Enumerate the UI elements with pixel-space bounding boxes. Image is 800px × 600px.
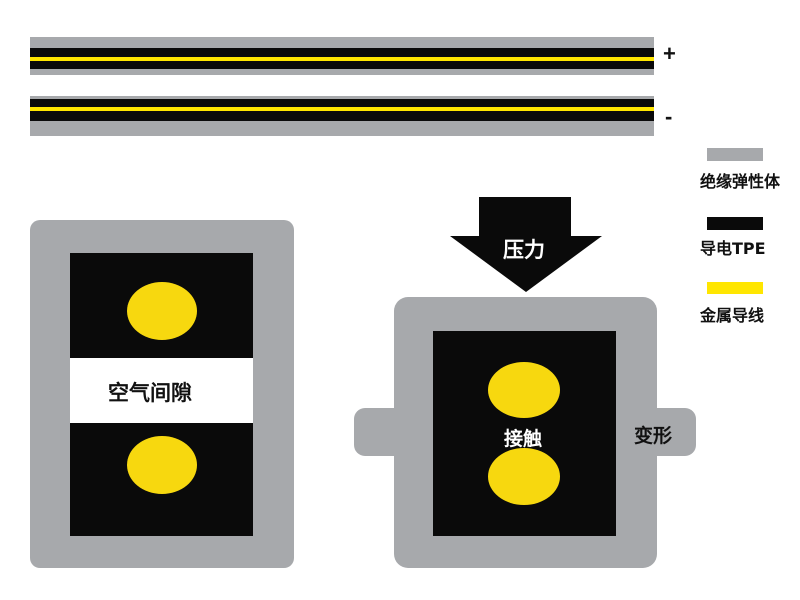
legend-swatch-insulation [707, 148, 763, 161]
legend-swatch-metal-wire [707, 282, 763, 294]
down-arrow-icon [450, 197, 602, 292]
contact-label: 接触 [504, 428, 543, 450]
air-gap-label: 空气间隙 [108, 381, 192, 405]
positive-sign: + [663, 41, 676, 66]
pressure-label: 压力 [503, 238, 545, 262]
bottom-wire-dot-contact [488, 448, 560, 505]
legend-label-metal-wire: 金属导线 [700, 306, 765, 325]
legend-label-insulation: 绝缘弹性体 [700, 172, 781, 191]
deform-label: 变形 [634, 425, 673, 447]
top-wire-dot-contact [488, 362, 560, 418]
legend-label-conductive-tpe: 导电TPE [700, 239, 766, 258]
cable-metal-wire [30, 107, 654, 111]
bottom-wire-dot [127, 436, 197, 494]
cable-metal-wire [30, 57, 654, 61]
legend-swatch-conductive-tpe [707, 217, 763, 230]
air-gap [70, 358, 253, 423]
negative-sign: - [665, 104, 673, 129]
top-wire-dot [127, 282, 197, 340]
